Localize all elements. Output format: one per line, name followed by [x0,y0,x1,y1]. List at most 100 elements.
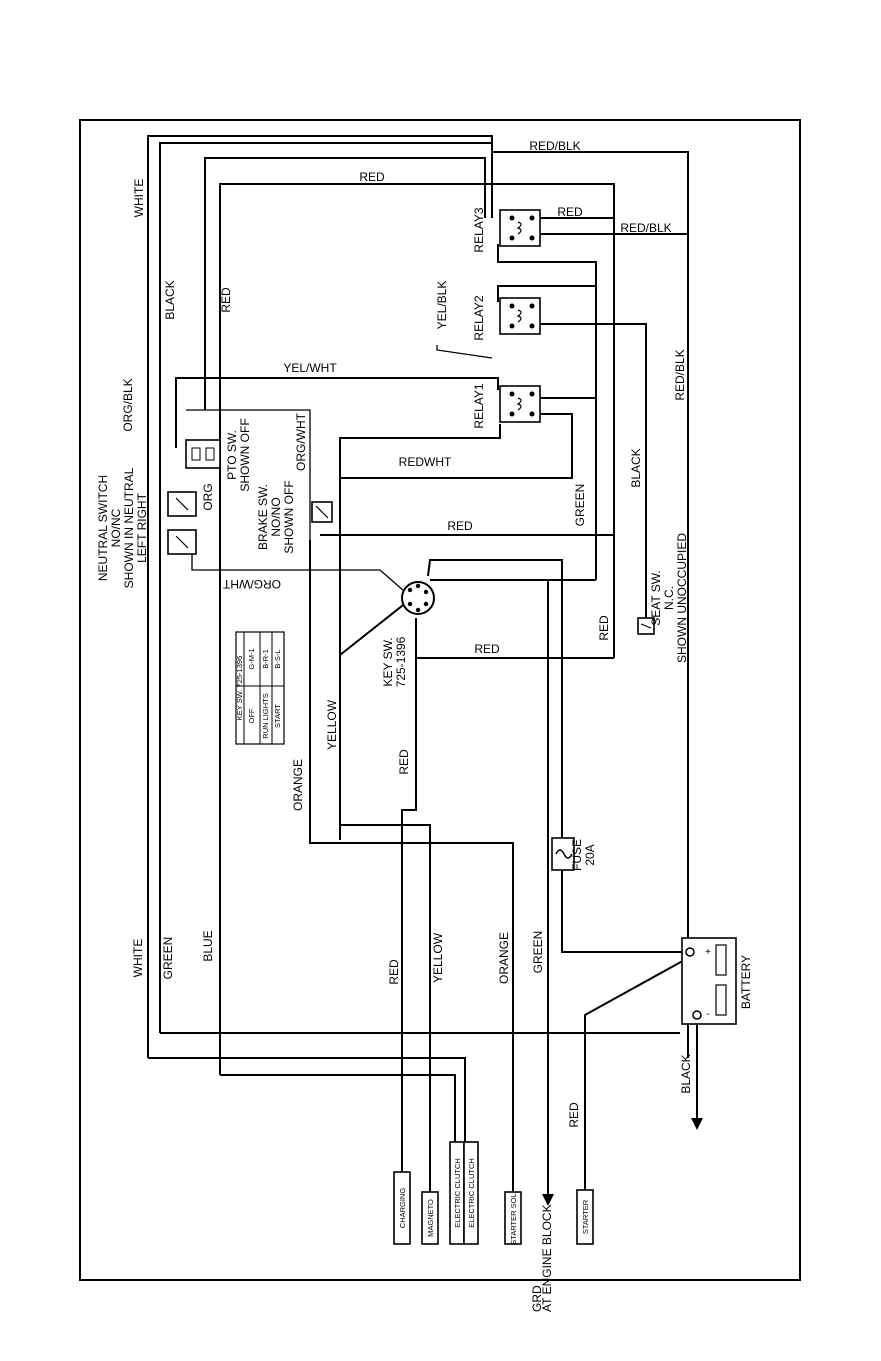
wire-relay2-top [497,285,596,302]
label-relay1: RELAY1 [472,383,486,428]
wire-yel-blk [436,345,493,359]
connectors [393,1141,594,1245]
label-red-blk-top: RED/BLK [529,139,580,153]
label-white-top: WHITE [132,179,146,218]
label-org-wht-right: ORG/WHT [294,412,308,471]
label-red-lower: RED [397,749,411,775]
connector-starter [576,1189,594,1245]
label-redwht: REDWHT [399,455,452,469]
wire-red-key [401,618,417,1175]
label-yel-wht: YEL/WHT [283,361,337,375]
label-org-blk: ORG/BLK [121,378,135,431]
ground-arrow-battery [691,1118,703,1130]
label-key-table-conn: G-M-1 [247,648,256,669]
connector-clutch2 [463,1141,479,1245]
label-red-key: RED [474,642,500,656]
wire-yellow [339,597,413,656]
label-clutch1: ELECTRIC CLUTCH [453,1158,462,1228]
label-key-table-pos: RUN LIGHTS [261,693,270,738]
wire-red-top [219,183,615,1075]
label-ground: GRDAT ENGINE BLOCK [530,1204,554,1312]
connector-starter-sol [504,1191,522,1245]
seat-switch [637,617,655,635]
wire-orange [309,540,514,1192]
connector-charging [393,1171,411,1245]
label-orange-bottom: ORANGE [497,932,511,984]
label-black-mid: BLACK [629,448,643,487]
relay1 [499,385,541,423]
wire-relay3-down [497,244,597,580]
label-org-small: ORG [201,483,215,510]
label-key-switch: KEY SW.725-1396 [381,636,408,687]
wire-yellow-bottom [340,824,431,1195]
label-red-bottom: RED [387,959,401,985]
label-key-table-pos: OFF [247,708,256,723]
brake-switch [311,501,333,523]
label-yellow-mid: YELLOW [325,699,339,750]
label-key-table-title: KEY SW. 725-1396 [235,656,244,721]
label-white-bottom: WHITE [131,939,145,978]
label-black-left: BLACK [163,280,177,319]
wire-relay1-bottom [340,413,573,479]
label-black-battery: BLACK [679,1054,693,1093]
label-green-bottom: GREEN [161,937,175,980]
label-neutral-switch: NEUTRAL SWITCHNO/NCSHOWN IN NEUTRALLEFT … [96,467,149,588]
label-red-left: RED [219,287,233,313]
label-starter: STARTER [581,1199,590,1234]
wire-yel-wht [175,377,499,448]
label-red-blk-right: RED/BLK [673,349,687,400]
label-relay2: RELAY2 [472,295,486,340]
label-key-table-conn: B-R-1 [261,649,270,669]
label-battery-minus: - [706,1009,709,1020]
label-starter-sol: STARTER SOL. [509,1191,518,1245]
label-clutch2: ELECTRIC CLUTCH [467,1158,476,1228]
label-magneto: MAGNETO [426,1199,435,1237]
key-switch-table [235,631,285,745]
label-key-table-conn: B-S-L [273,649,282,668]
label-orange-mid: ORANGE [291,759,305,811]
label-brake-switch: BRAKE SW.NO/NOSHOWN OFF [256,480,296,553]
relay3 [499,209,541,247]
key-switch [401,581,435,615]
label-seat-switch: SEAT SW.N.C.SHOWN UNOCCUPIED [649,533,689,663]
label-org-wht-lower: ORG/WHT [222,577,281,591]
diagram-frame [79,119,801,1281]
label-red-right: RED [597,615,611,641]
wires [147,135,703,1206]
label-red-starter: RED [567,1102,581,1128]
battery [681,937,737,1025]
wire-org-wht [191,548,413,599]
wire-relay2-right [540,323,647,618]
label-key-table-pos: START [273,704,282,728]
wire-white [204,157,486,410]
wire-green-bottom [148,1057,466,1145]
label-battery: BATTERY [739,955,753,1009]
label-battery-plus: + [705,947,711,958]
wire-org-wht-right [339,424,501,840]
label-relay3: RELAY3 [472,207,486,252]
label-blue-bottom: BLUE [201,930,215,961]
fuse [551,837,575,871]
label-red-top: RED [359,170,385,184]
label-fuse: FUSE20A [570,839,597,871]
label-yellow-bottom: YELLOW [431,932,445,983]
label-charging: CHARGING [398,1188,407,1229]
wire-pto-box [186,409,311,540]
ground-arrow-engine [542,1194,554,1206]
wire-key-green [427,559,690,953]
label-red-blk-relay3: RED/BLK [620,221,671,235]
wire-starter [584,957,689,1192]
label-green-bottom2: GREEN [531,931,545,974]
pto-switch [185,439,221,469]
label-yel-blk: YEL/BLK [435,281,449,330]
labels: RED/BLK RED RED RED/BLK YEL/WHT REDWHT RED ORG/… [96,139,753,1312]
neutral-switch [167,491,197,555]
label-green-mid: GREEN [573,484,587,527]
label-red-mid: RED [447,519,473,533]
relay2 [499,297,541,335]
label-pto-switch: PTO SW.SHOWN OFF [225,418,252,491]
wire-black-left [159,142,493,1033]
label-red-relay3: RED [557,205,583,219]
wire-blue-bottom [220,1074,456,1145]
